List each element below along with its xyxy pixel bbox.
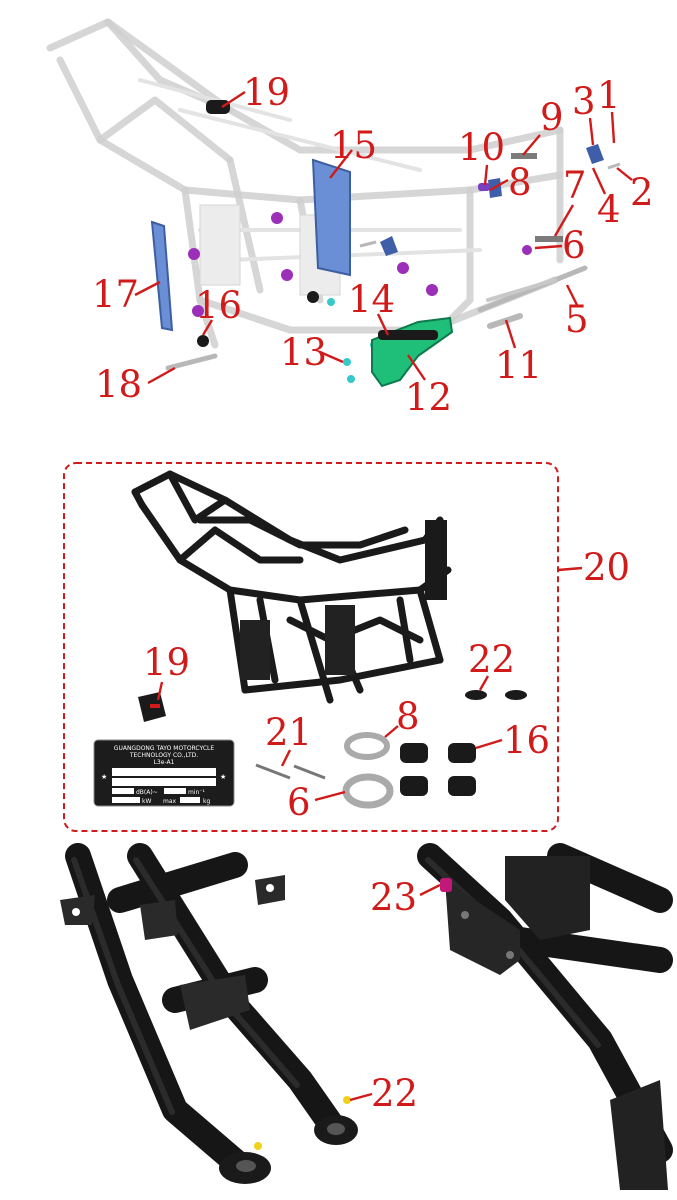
plate-kw: kW — [142, 798, 151, 805]
callout-22-bottom: 22 — [371, 1072, 418, 1115]
kit-box-20: 20 — [63, 462, 630, 832]
caps-16-kit: 16 — [400, 719, 550, 796]
callout-5: 5 — [565, 298, 589, 341]
plate-model: L3e-A1 — [154, 759, 175, 766]
plate-line1: GUANGDONG TAYO MOTORCYCLE — [114, 745, 215, 752]
callout-19: 19 — [243, 71, 290, 114]
callout-11: 11 — [495, 344, 542, 387]
washers-8-6: 8 6 — [287, 695, 420, 824]
sleeve-19-kit: 19 — [138, 641, 190, 722]
callout-6: 6 — [562, 224, 586, 267]
plate-max: max — [163, 798, 177, 805]
sleeve-19 — [206, 100, 230, 114]
rubber-grommets — [188, 212, 532, 347]
plate-kg: kg — [203, 798, 210, 805]
grommets-22-kit: 22 — [465, 638, 527, 700]
green-bracket-12 — [371, 316, 454, 388]
plate-db: dB(A)~ — [136, 789, 158, 796]
callout-9: 9 — [540, 96, 564, 139]
callout-8-kit: 8 — [396, 695, 420, 738]
callout-15: 15 — [330, 124, 377, 167]
callout-16: 16 — [195, 284, 242, 327]
closeup-right: 23 — [370, 843, 673, 1190]
callout-10: 10 — [458, 126, 505, 169]
callout-23: 23 — [370, 876, 417, 919]
vin-nameplate: GUANGDONG TAYO MOTORCYCLE TECHNOLOGY CO.… — [93, 739, 235, 807]
callout-6-kit: 6 — [287, 781, 311, 824]
callouts-top: 19 15 10 9 3 1 8 7 2 4 6 5 17 16 14 13 1… — [92, 71, 654, 419]
callout-13: 13 — [280, 331, 327, 374]
callout-3: 3 — [572, 80, 596, 123]
callout-19-kit: 19 — [143, 641, 190, 684]
assembled-frame — [131, 470, 452, 704]
callout-20: 20 — [583, 546, 630, 589]
callout-18: 18 — [95, 363, 142, 406]
callout-14: 14 — [348, 278, 395, 321]
pins-21: 21 — [255, 711, 326, 780]
callout-8: 8 — [508, 161, 532, 204]
plate-line2: TECHNOLOGY CO.,LTD. — [129, 752, 198, 759]
callout-22-kit: 22 — [468, 638, 515, 681]
callout-4: 4 — [597, 188, 621, 231]
long-bolts — [165, 162, 621, 371]
callout-1: 1 — [597, 74, 621, 117]
side-cover-17 — [150, 220, 174, 332]
callout-21: 21 — [265, 711, 312, 754]
callout-16-kit: 16 — [503, 719, 550, 762]
callout-17: 17 — [92, 273, 139, 316]
callout-12: 12 — [405, 376, 452, 419]
svg-text:★: ★ — [101, 773, 107, 781]
callout-2: 2 — [630, 171, 654, 214]
closeup-left: 22 — [60, 843, 418, 1184]
plate-min: min⁻¹ — [188, 789, 205, 796]
svg-text:★: ★ — [220, 773, 226, 781]
callout-7: 7 — [563, 164, 587, 207]
